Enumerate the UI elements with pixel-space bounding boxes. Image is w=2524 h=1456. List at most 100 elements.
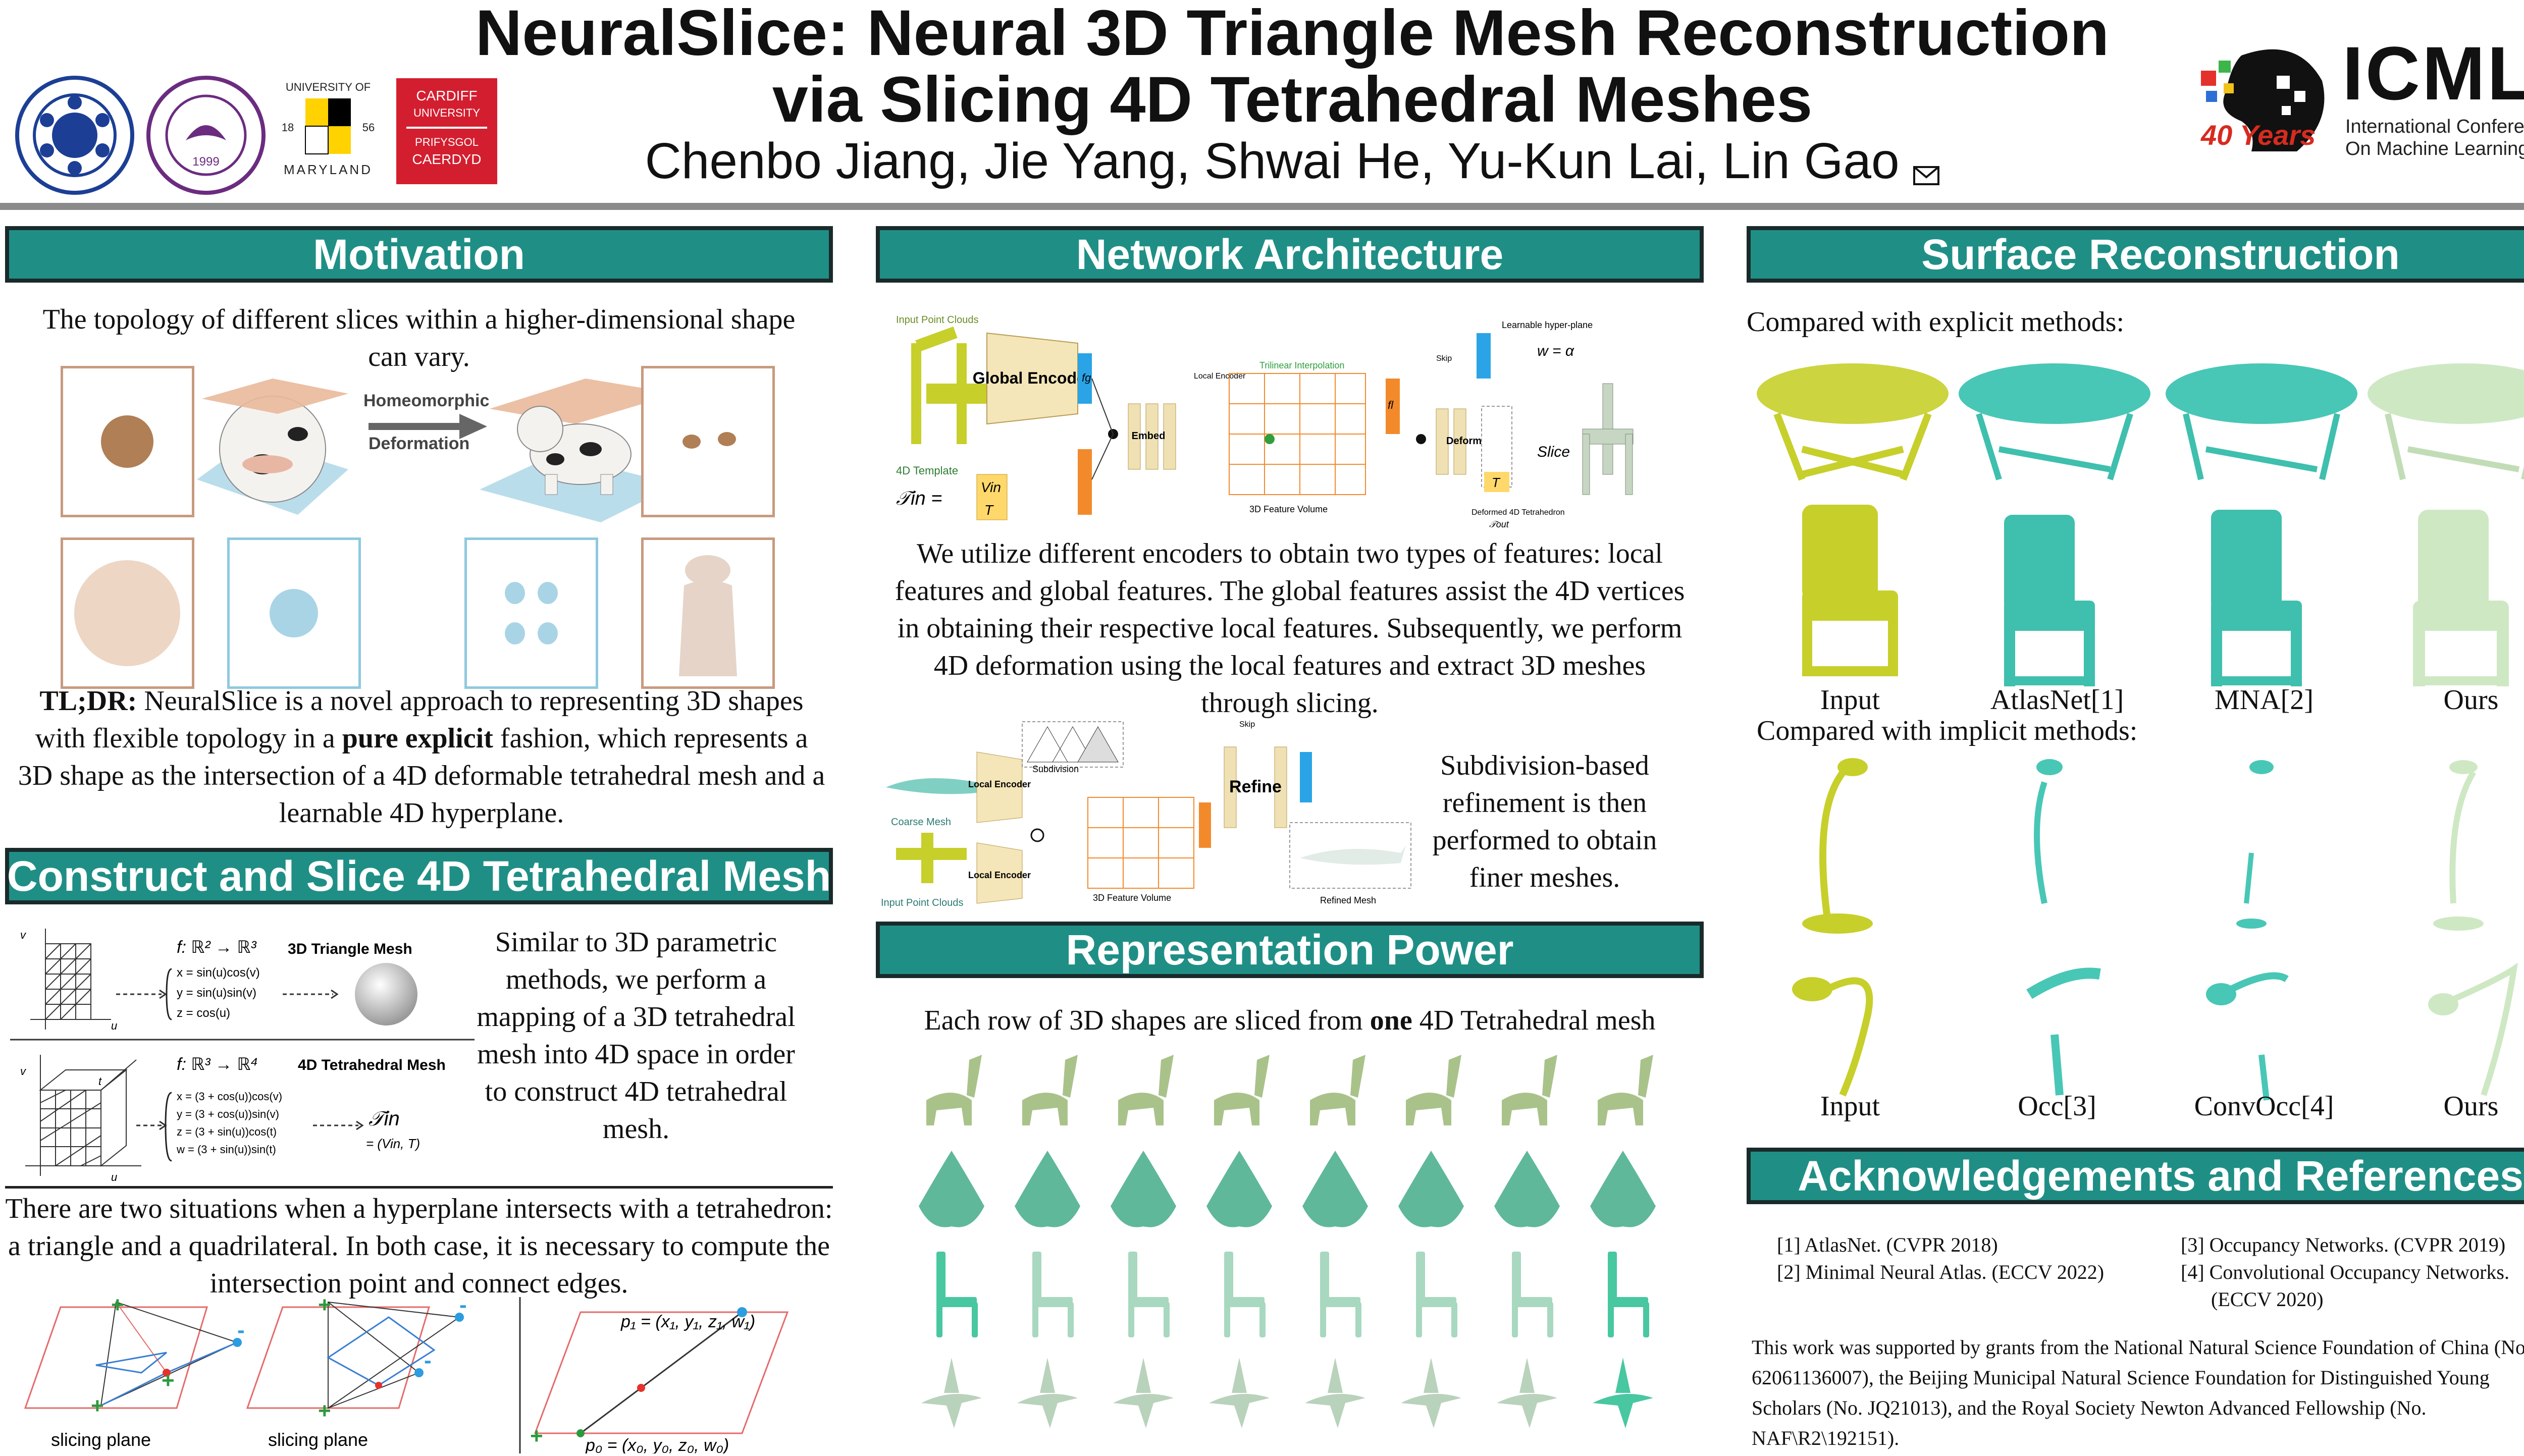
icml-logo: 40 Years ICML International Conference O…	[2196, 30, 2524, 182]
poster-title: NeuralSlice: Neural 3D Triangle Mesh Rec…	[394, 0, 2191, 133]
header-divider	[0, 203, 2524, 210]
net-fg: fg	[1082, 371, 1091, 384]
rep-shape	[1608, 1252, 1649, 1337]
net-w-eq: w = α	[1537, 343, 1574, 359]
svg-text:+: +	[318, 1398, 331, 1423]
ref-feature-volume: 3D Feature Volume	[1093, 893, 1171, 903]
ref-refined-mesh: Refined Mesh	[1320, 895, 1376, 905]
axis-v-1: v	[20, 929, 27, 941]
refine-desc: Subdivision-based refinement is then per…	[1432, 750, 1657, 893]
implicit-col-labels: Input Occ[3] ConvOcc[4] Ours	[1747, 1090, 2524, 1125]
ref-subdivision: Subdivision	[1032, 764, 1079, 774]
rep-desc-b: 4D Tetrahedral mesh	[1412, 1005, 1656, 1036]
rep-shape	[1502, 1055, 1557, 1125]
implicit-label-3: Ours	[2443, 1091, 2499, 1122]
net-fl: fl	[1388, 399, 1394, 411]
net-hyperplane: Learnable hyper-plane	[1502, 320, 1593, 330]
ref-input-pc: Input Point Clouds	[881, 897, 963, 908]
rep-shape	[1118, 1055, 1174, 1125]
table-input	[1757, 363, 1949, 481]
ref-refine: Refine	[1229, 777, 1282, 796]
rep-shape	[1305, 1358, 1365, 1428]
cas-logo	[15, 76, 134, 195]
rep-shape	[1015, 1151, 1080, 1227]
mapping-f1: f: ℝ² → ℝ³	[177, 938, 257, 957]
slicing-plane-label-2: slicing plane	[268, 1429, 368, 1450]
representation-grid	[904, 1040, 1671, 1443]
svg-text:+: +	[91, 1393, 104, 1418]
deformation-label: Deformation	[369, 434, 470, 453]
axis-u-2: u	[111, 1171, 117, 1183]
svg-text:+: +	[111, 1297, 124, 1317]
net-feature-volume: 3D Feature Volume	[1249, 504, 1328, 514]
shape-grid	[919, 1055, 1656, 1428]
representation-title: Representation Power	[1066, 926, 1514, 974]
envelope-icon	[1913, 139, 1940, 197]
f1-eq-1: y = sin(u)sin(v)	[177, 986, 256, 1000]
rep-shape	[1494, 1151, 1560, 1227]
rep-shape	[936, 1252, 978, 1337]
axis-t: t	[98, 1075, 102, 1088]
net-slice: Slice	[1537, 444, 1570, 460]
f2-eq-0: x = (3 + cos(u))cos(v)	[177, 1090, 282, 1103]
umd-logo: UNIVERSITY OF 18 56 MARYLAND	[268, 71, 389, 197]
icml-sub1: International Conference	[2345, 116, 2524, 137]
construct-title: Construct and Slice 4D Tetrahedral Mesh	[7, 852, 831, 900]
network-title: Network Architecture	[1076, 230, 1504, 278]
explicit-label-0: Input	[1820, 684, 1880, 716]
triangle-case: + + + -	[24, 1292, 245, 1418]
motivation-intro: The topology of different slices within …	[42, 304, 796, 372]
slice-panel-3	[61, 537, 194, 689]
explicit-label-3: Ours	[2443, 684, 2499, 716]
f2-eq-3: w = (3 + sin(u))sin(t)	[176, 1143, 276, 1156]
sphere-cow-figure	[197, 379, 348, 515]
implicit-label-1: Occ[3]	[2018, 1091, 2096, 1122]
rep-shape	[1113, 1358, 1174, 1428]
icml-sub2: On Machine Learning	[2345, 138, 2524, 159]
rep-desc-a: Each row of 3D shapes are sliced from	[924, 1005, 1370, 1036]
rep-shape	[921, 1358, 982, 1428]
umd-bottom: MARYLAND	[284, 162, 373, 177]
rep-shape	[1214, 1055, 1270, 1125]
ref-1: [1] AtlasNet. (CVPR 2018)	[1777, 1233, 1998, 1256]
rep-shape	[1224, 1252, 1266, 1337]
explicit-caption: Compared with explicit methods:	[1747, 306, 2125, 338]
slice-disk-shape	[101, 415, 153, 468]
rep-shape	[1310, 1055, 1365, 1125]
rep-shape	[1111, 1151, 1176, 1227]
ref-4-venue: (ECCV 2020)	[2211, 1288, 2324, 1311]
slicing-diagram: + + + - slicing plane + + - - slicing pl…	[24, 1292, 789, 1455]
svg-text:-: -	[459, 1297, 467, 1317]
icml-pixel-head-icon	[2201, 49, 2325, 151]
funding-text: This work was supported by grants from t…	[1752, 1336, 2524, 1449]
ack-title: Acknowledgements and References	[1798, 1152, 2523, 1200]
net-skip: Skip	[1436, 354, 1452, 363]
svg-text:1999: 1999	[192, 155, 219, 169]
surface-header: Surface Reconstruction	[1747, 226, 2524, 283]
svg-text:-: -	[424, 1348, 432, 1373]
axis-u-1: u	[111, 1019, 117, 1032]
ack-header: Acknowledgements and References	[1747, 1148, 2524, 1204]
tldr-bold: pure explicit	[342, 723, 493, 754]
rep-shape	[1032, 1252, 1074, 1337]
slice-two-blobs-shape	[682, 432, 736, 449]
f2-label: 4D Tetrahedral Mesh	[298, 1057, 446, 1073]
rep-shape	[1401, 1358, 1461, 1428]
slice-cow-silhouette-shape	[679, 555, 737, 676]
header: 1999 UNIVERSITY OF 18 56 MARYLAND CARDIF…	[0, 0, 2524, 202]
implicit-label-2: ConvOcc[4]	[2194, 1091, 2334, 1122]
ref-3: [3] Occupancy Networks. (CVPR 2019)	[2181, 1233, 2506, 1256]
quad-case: + + - -	[246, 1292, 467, 1423]
construct-header: Construct and Slice 4D Tetrahedral Mesh	[5, 848, 833, 904]
slice-blue-disk-shape	[270, 589, 318, 637]
authors: Chenbo Jiang, Jie Yang, Shwai He, Yu-Kun…	[394, 132, 2191, 197]
rep-shape	[1398, 1151, 1464, 1227]
refs-right: [3] Occupancy Networks. (CVPR 2019) [4] …	[2181, 1231, 2524, 1313]
authors-text: Chenbo Jiang, Jie Yang, Shwai He, Yu-Kun…	[645, 133, 1900, 189]
rep-shape	[1209, 1358, 1270, 1428]
p0-label: p₀ = (x₀, y₀, z₀, w₀)	[585, 1436, 729, 1453]
title-line1: NeuralSlice: Neural 3D Triangle Mesh Rec…	[475, 0, 2110, 69]
ref-coarse-mesh: Coarse Mesh	[891, 817, 951, 828]
implicit-caption: Compared with implicit methods:	[1757, 715, 2138, 746]
svg-text:+: +	[318, 1297, 331, 1317]
